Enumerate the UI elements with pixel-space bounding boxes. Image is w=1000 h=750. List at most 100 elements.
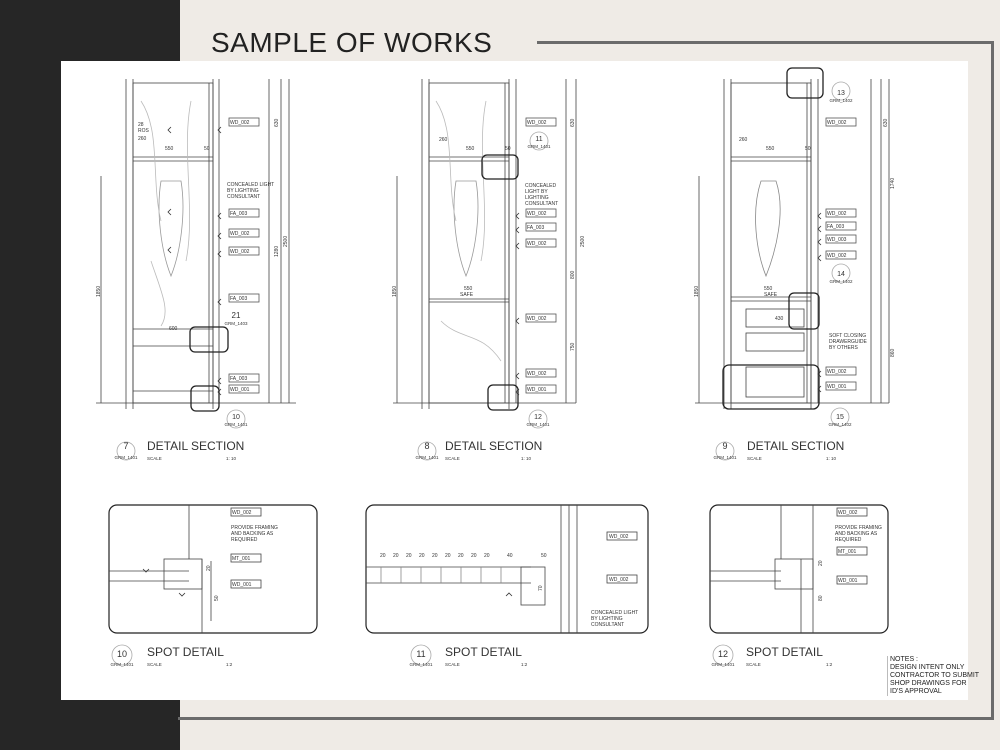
dimension: ROS (138, 128, 150, 134)
technical-drawing: 7 GRM_1401 DETAIL SECTION SCALE 1: 10 WD… (96, 67, 896, 667)
material-tag: WD_002 (827, 211, 847, 217)
dimension: 550 (766, 146, 775, 152)
section-number: 10 (117, 649, 127, 659)
dimension: 430 (775, 316, 784, 322)
dimension: 630 (570, 118, 576, 127)
detail-section-7 (96, 79, 296, 461)
dimension: 550 (466, 146, 475, 152)
dimension: 70 (538, 585, 544, 591)
note-line: AND BACKING AS (231, 531, 274, 537)
material-tag: WD_002 (230, 249, 250, 255)
section-ref: GRM_1401 (713, 455, 737, 460)
note-line: CONCEALED (525, 183, 557, 189)
dimension: SAFE (764, 292, 778, 298)
note-line: CONSULTANT (227, 194, 260, 200)
material-tag: WD_002 (527, 371, 547, 377)
scale-value: 1:2 (826, 662, 833, 667)
detail-section-8 (393, 79, 577, 461)
note-line: CONCEALED LIGHT (227, 182, 274, 188)
note-line: DRAWERGUIDE (829, 339, 868, 345)
note-line: REQUIRED (231, 537, 258, 543)
frame-line (537, 41, 993, 44)
callout-ref: GRM_1403 (224, 321, 248, 326)
scale-value: 1: 10 (226, 456, 237, 461)
material-tag: FA_003 (527, 225, 544, 231)
material-tag: WD_001 (232, 582, 252, 588)
section-number: 11 (416, 649, 425, 659)
callout-number: 10 (232, 414, 240, 421)
drawing-sheet: 7 GRM_1401 DETAIL SECTION SCALE 1: 10 WD… (61, 61, 979, 700)
dimension: 20 (484, 553, 490, 559)
callout-number: 21 (232, 311, 241, 320)
dimension: 50 (541, 553, 547, 559)
note-line: BY OTHERS (829, 345, 858, 351)
dimension: 50 (204, 146, 210, 152)
callout-ref: GRM_1402 (828, 422, 852, 427)
spot-detail-12 (709, 504, 889, 666)
scale-label: SCALE (747, 456, 762, 461)
dimension: 40 (507, 553, 513, 559)
section-number: 12 (718, 649, 728, 659)
callout-ref: GRM_1401 (526, 422, 550, 427)
dimension: 1850 (392, 286, 398, 297)
dimension: 20 (406, 553, 412, 559)
section-title: SPOT DETAIL (445, 645, 522, 659)
drawing-notes: NOTES : DESIGN INTENT ONLY CONTRACTOR TO… (887, 656, 979, 696)
callout-ref: GRM_1401 (527, 144, 551, 149)
note-line: BY LIGHTING (227, 188, 259, 194)
dimension: 630 (883, 118, 889, 127)
callout-number: 15 (836, 414, 844, 421)
section-number: 8 (424, 441, 429, 451)
material-tag: WD_002 (609, 577, 629, 583)
dimension: 860 (890, 348, 896, 357)
dimension: 20 (458, 553, 464, 559)
dimension: 20 (380, 553, 386, 559)
scale-label: SCALE (147, 662, 162, 667)
section-7-labels: 7 GRM_1401 DETAIL SECTION SCALE 1: 10 WD… (96, 118, 289, 461)
material-tag: FA_003 (230, 296, 247, 302)
note-line: LIGHTING (525, 195, 549, 201)
notes-heading: NOTES : (890, 656, 919, 663)
scale-label: SCALE (445, 456, 460, 461)
dimension: 800 (570, 270, 576, 279)
section-ref: GRM_1401 (114, 455, 138, 460)
dimension: 1850 (96, 286, 102, 297)
spot-10-labels: 10 GRM_1401 SPOT DETAIL SCALE 1:2 WD_002… (110, 510, 278, 667)
notes-line: DESIGN INTENT ONLY (890, 664, 965, 671)
scale-label: SCALE (147, 456, 162, 461)
frame-line (991, 41, 994, 720)
scale-value: 1: 10 (826, 456, 837, 461)
note-line: PROVIDE FRAMING (231, 525, 278, 531)
note-line: BY LIGHTING (591, 616, 623, 622)
material-tag: WD_002 (230, 120, 250, 126)
material-tag: WD_002 (527, 316, 547, 322)
material-tag: WD_001 (827, 384, 847, 390)
spot-detail-11 (365, 504, 649, 666)
material-tag: WD_002 (827, 253, 847, 259)
spot-11-labels: 11 GRM_1401 SPOT DETAIL SCALE 1:2 WD_002… (380, 534, 638, 667)
material-tag: WD_001 (527, 387, 547, 393)
spot-12-labels: 12 GRM_1401 SPOT DETAIL SCALE 1:2 WD_002… (711, 510, 882, 667)
dimension: 20 (471, 553, 477, 559)
material-tag: WD_002 (827, 120, 847, 126)
page-title: SAMPLE OF WORKS (211, 27, 493, 58)
scale-label: SCALE (746, 662, 761, 667)
dimension: 750 (570, 342, 576, 351)
note-line: CONSULTANT (591, 622, 624, 628)
dimension: 550 (464, 286, 473, 292)
dimension: 550 (764, 286, 773, 292)
dimension: 1850 (694, 286, 700, 297)
scale-label: SCALE (445, 662, 460, 667)
note-line: REQUIRED (835, 537, 862, 543)
dimension: 2500 (580, 236, 586, 247)
note-line: AND BACKING AS (835, 531, 878, 537)
dimension: SAFE (460, 292, 474, 298)
detail-section-9 (695, 67, 890, 461)
dimension: 20 (445, 553, 451, 559)
material-tag: FA_003 (230, 376, 247, 382)
dimension: 28 (138, 122, 144, 128)
material-tag: WD_002 (527, 241, 547, 247)
dimension: 80 (818, 595, 824, 601)
material-tag: WD_001 (230, 387, 250, 393)
material-tag: FA_003 (827, 224, 844, 230)
